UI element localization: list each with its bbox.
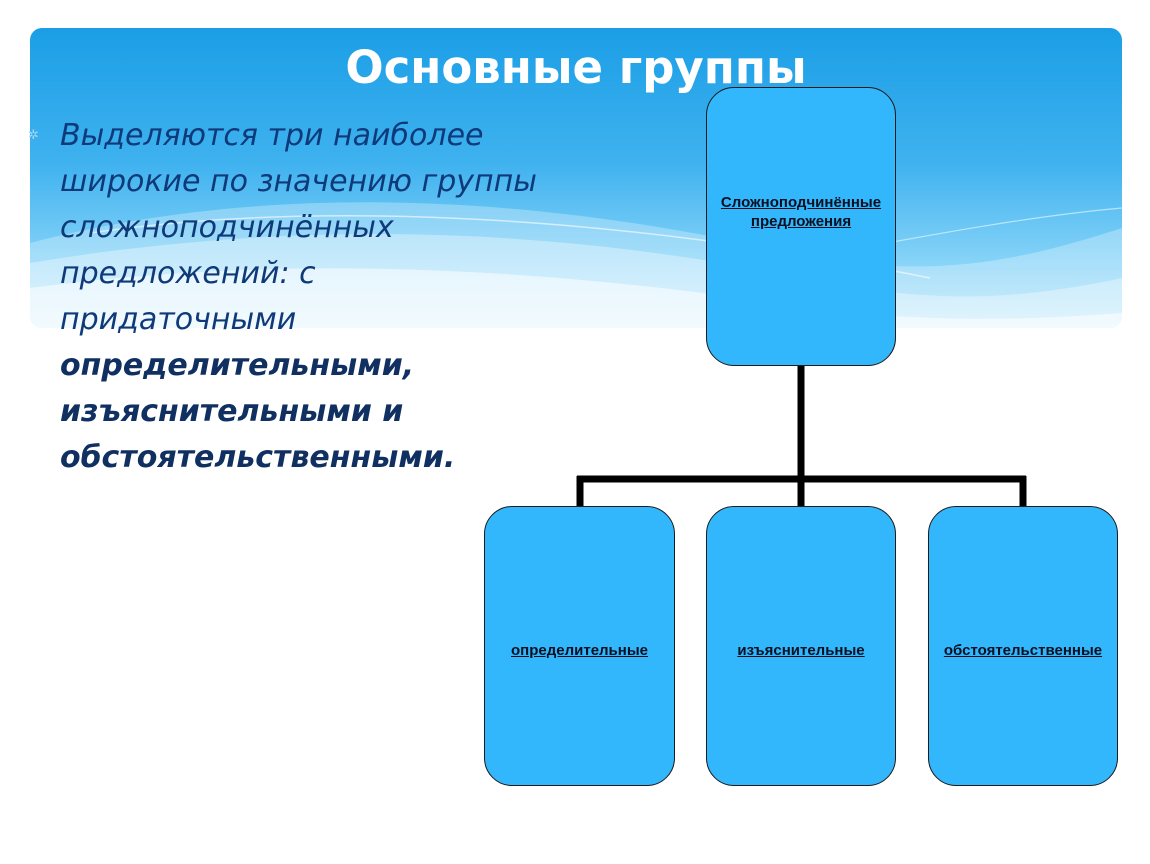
- root-node: Сложноподчинённые предложения: [706, 87, 896, 366]
- child-node-label: определительные: [511, 641, 648, 659]
- bullet-star-icon: ✲: [28, 128, 39, 143]
- child-node-label: изъяснительные: [737, 641, 865, 659]
- bullet-text-emphasis: определительными, изъяснительными и обст…: [60, 348, 456, 475]
- bullet-text-intro: Выделяются три наиболее широкие по значе…: [60, 118, 537, 337]
- child-node-attributive: определительные: [484, 506, 675, 786]
- root-node-label: Сложноподчинённые предложения: [720, 193, 882, 230]
- child-node-adverbial: обстоятельственные: [928, 506, 1118, 786]
- child-node-label: обстоятельственные: [943, 641, 1103, 659]
- bullet-text: Выделяются три наиболее широкие по значе…: [60, 113, 560, 481]
- slide-title: Основные группы: [345, 41, 807, 94]
- child-node-explanatory: изъяснительные: [706, 506, 896, 786]
